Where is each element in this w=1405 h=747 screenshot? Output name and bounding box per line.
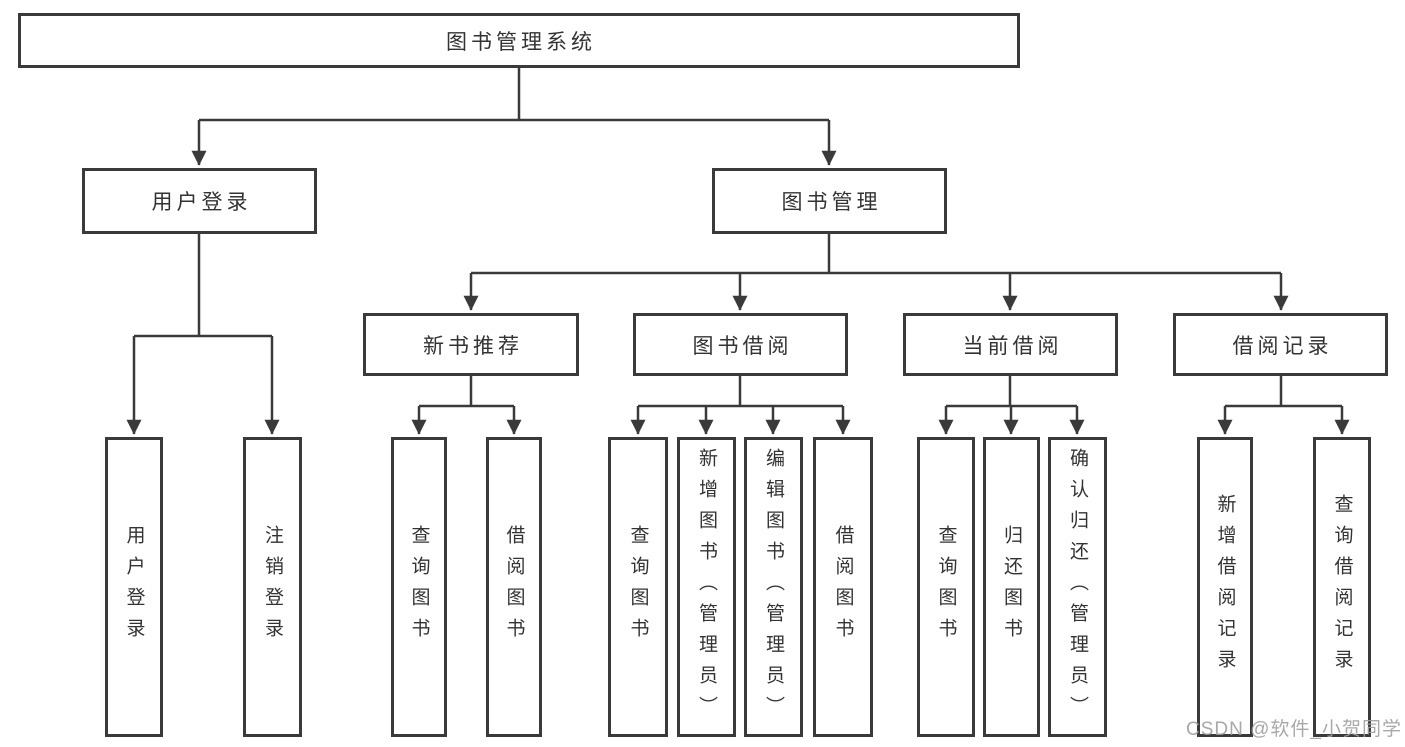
connector-book-borrow-trunk <box>638 376 843 408</box>
leaf-add-borrow-record: 新增借阅记录 <box>1197 437 1253 737</box>
csdn-watermark: CSDN @软件_小贺同学 <box>1186 719 1402 740</box>
node-book-borrow: 图书借阅 <box>633 313 848 376</box>
leaf-query-books-borrow-label: 查询图书 <box>627 525 649 649</box>
node-user-login: 用户登录 <box>82 168 317 234</box>
connector-new-book-trunk <box>419 376 514 408</box>
connector-root-trunk <box>199 68 829 122</box>
node-borrow-records: 借阅记录 <box>1173 313 1388 376</box>
leaf-edit-books-admin: 编辑图书（管理员） <box>744 437 803 737</box>
leaf-borrow-books-recommend: 借阅图书 <box>486 437 542 737</box>
leaf-return-books-label: 归还图书 <box>1001 525 1022 649</box>
leaf-user-login: 用户登录 <box>105 437 163 737</box>
leaf-add-books-admin: 新增图书（管理员） <box>677 437 736 737</box>
leaf-user-login-label: 用户登录 <box>123 525 145 649</box>
leaf-confirm-return-admin-label: 确认归还（管理员） <box>1067 447 1088 727</box>
leaf-query-books-recommend: 查询图书 <box>391 437 447 737</box>
connector-book-management-trunk <box>471 234 1281 275</box>
leaf-query-borrow-record-label: 查询借阅记录 <box>1331 494 1353 680</box>
leaf-add-borrow-record-label: 新增借阅记录 <box>1214 494 1236 680</box>
leaf-query-books-current-label: 查询图书 <box>935 525 957 649</box>
leaf-query-books-recommend-label: 查询图书 <box>408 525 430 649</box>
leaf-borrow-books: 借阅图书 <box>813 437 873 737</box>
leaf-logout: 注销登录 <box>243 437 302 737</box>
leaf-query-books-current: 查询图书 <box>917 437 975 737</box>
node-root-library-system: 图书管理系统 <box>18 13 1020 68</box>
leaf-confirm-return-admin: 确认归还（管理员） <box>1048 437 1107 737</box>
leaf-edit-books-admin-label: 编辑图书（管理员） <box>763 447 784 727</box>
leaf-borrow-books-recommend-label: 借阅图书 <box>503 525 525 649</box>
connector-current-borrow-trunk <box>946 376 1077 408</box>
node-book-management: 图书管理 <box>712 168 947 234</box>
connector-borrow-records-trunk <box>1225 376 1342 408</box>
node-current-borrow: 当前借阅 <box>903 313 1118 376</box>
leaf-query-borrow-record: 查询借阅记录 <box>1313 437 1371 737</box>
leaf-logout-label: 注销登录 <box>262 525 283 649</box>
leaf-borrow-books-label: 借阅图书 <box>832 525 854 649</box>
node-new-book-recommend: 新书推荐 <box>363 313 579 376</box>
leaf-return-books: 归还图书 <box>983 437 1040 737</box>
leaf-query-books-borrow: 查询图书 <box>608 437 668 737</box>
connector-user-login-trunk <box>134 234 272 338</box>
leaf-add-books-admin-label: 新增图书（管理员） <box>696 447 717 727</box>
